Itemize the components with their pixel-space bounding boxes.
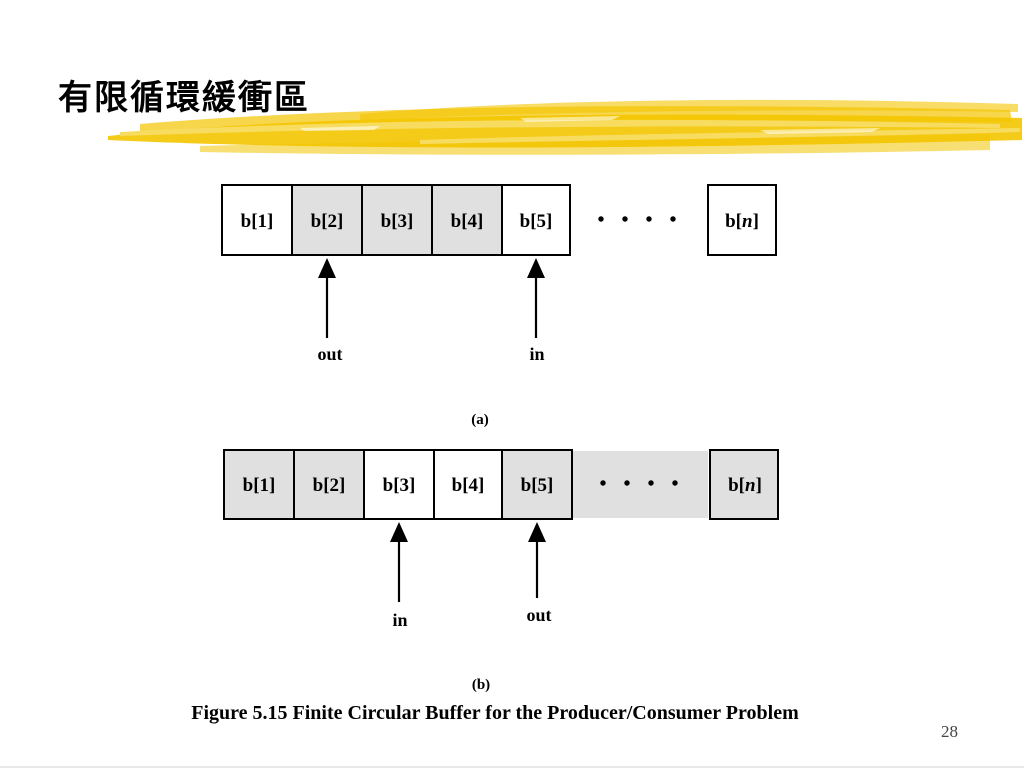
panel-b: b[1] b[2] b[3] b[4] b[5] • • • • b[n] in… <box>223 449 779 693</box>
cell-label: b[4] <box>451 211 484 232</box>
buffer-cell <box>501 449 573 520</box>
up-arrow-icon <box>390 522 408 542</box>
buffer-cell <box>223 449 295 520</box>
circular-buffer-diagram: b[1] b[2] b[3] b[4] b[5] • • • • b[n] ou… <box>221 184 779 693</box>
ellipsis: • • • • <box>597 209 682 231</box>
panel-label: (a) <box>471 412 489 428</box>
panel-a: b[1] b[2] b[3] b[4] b[5] • • • • b[n] ou… <box>221 184 777 428</box>
ellipsis: • • • • <box>599 473 684 495</box>
cell-label: b[3] <box>381 211 414 232</box>
cell-label: b[2] <box>313 475 346 496</box>
pointer-label: out <box>317 344 342 364</box>
cell-label: b[4] <box>452 475 485 496</box>
buffer-cell <box>433 449 503 520</box>
panel-label: (b) <box>472 677 490 693</box>
ellipsis-gap <box>572 451 708 518</box>
pointer-label: in <box>392 610 407 630</box>
figure-caption: Figure 5.15 Finite Circular Buffer for t… <box>191 702 799 724</box>
cell-label: b[5] <box>521 475 554 496</box>
buffer-cell <box>501 184 571 256</box>
last-cell-label: b[n] <box>725 211 759 232</box>
buffer-cell <box>293 449 365 520</box>
cell-label: b[1] <box>241 211 274 232</box>
up-arrow-icon <box>318 258 336 278</box>
up-arrow-icon <box>528 522 546 542</box>
cell-label: b[3] <box>383 475 416 496</box>
slide-title: 有限循環緩衝區 <box>58 78 310 118</box>
last-cell-label: b[n] <box>728 475 762 496</box>
last-buffer-cell <box>709 449 779 520</box>
page-number: 28 <box>941 722 958 741</box>
cell-label: b[2] <box>311 211 344 232</box>
buffer-cell <box>363 449 435 520</box>
up-arrow-icon <box>527 258 545 278</box>
title-brush-stroke <box>108 99 1022 155</box>
pointer-label: out <box>526 605 551 625</box>
pointer-label: in <box>529 344 544 364</box>
last-buffer-cell <box>707 184 777 256</box>
cell-label: b[5] <box>520 211 553 232</box>
bottom-divider <box>0 766 1024 768</box>
cell-label: b[1] <box>243 475 276 496</box>
